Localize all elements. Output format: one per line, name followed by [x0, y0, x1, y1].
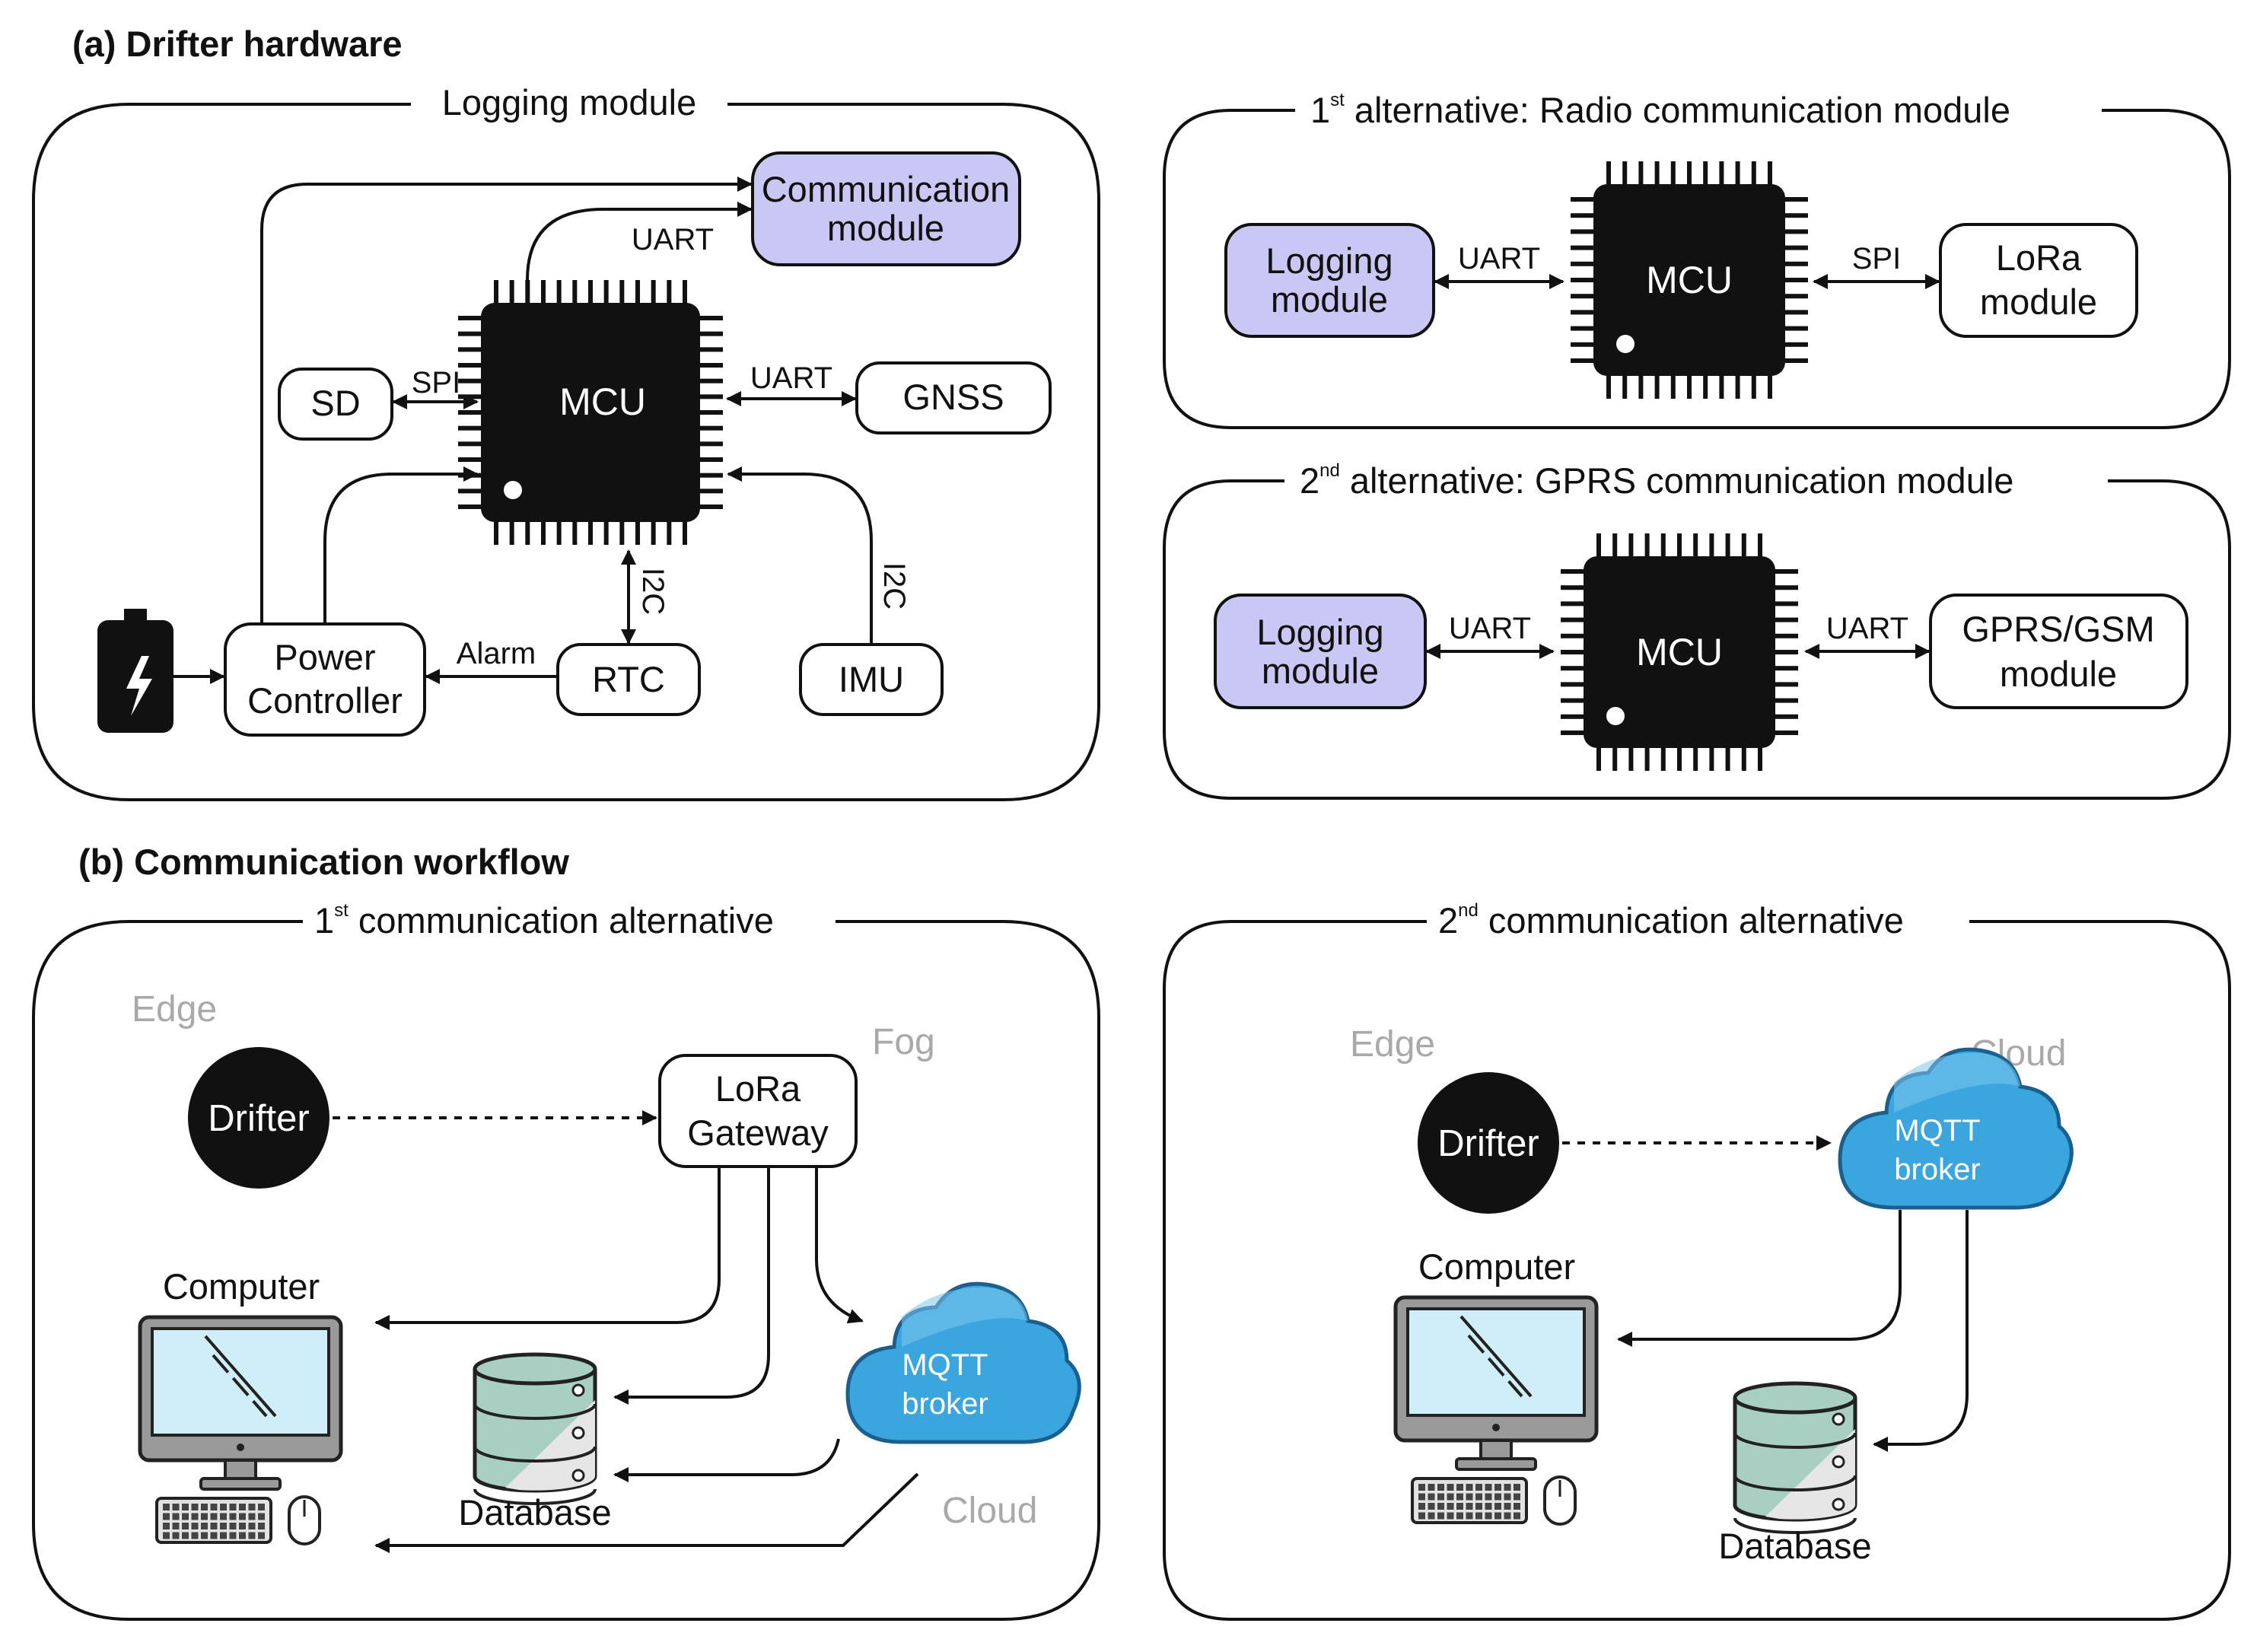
- mcu-to-comm-arrow: [526, 202, 753, 281]
- battery-icon: [97, 609, 173, 733]
- alt2-drifter-node: [1418, 1072, 1559, 1214]
- communication-module-label-2: module: [827, 208, 944, 248]
- mqtt-to-database-arrow: [613, 1438, 840, 1482]
- alt2-title: 2nd communication alternative: [1438, 900, 1904, 941]
- radio-group: 1st alternative: Radio communication mod…: [1163, 90, 2231, 429]
- alt1-mqtt-label-1: MQTT: [902, 1348, 988, 1382]
- mcu-chip: [458, 280, 723, 545]
- gprs-logging-label-1: Logging: [1256, 612, 1383, 652]
- gnss-label: GNSS: [902, 377, 1004, 417]
- bus-uart-comm-label: UART: [632, 223, 714, 256]
- lora-module-label-1: LoRa: [1996, 237, 2082, 278]
- lora-gateway-label-1: LoRa: [715, 1068, 801, 1109]
- gprs-mcu-chip: [1561, 533, 1798, 771]
- sd-label: SD: [310, 383, 360, 423]
- bus-i2c-imu-label: I2C: [877, 562, 911, 610]
- imu-label: IMU: [839, 659, 904, 699]
- alt2-mqtt-cloud-icon: [1838, 1047, 2074, 1210]
- lora-gateway-label-2: Gateway: [687, 1112, 829, 1153]
- imu-to-mcu-arrow: [727, 466, 873, 643]
- alt1-title: 1st communication alternative: [314, 900, 774, 941]
- alt2-mqtt-label-1: MQTT: [1894, 1114, 1980, 1147]
- gnss-box: [855, 361, 1052, 434]
- alt1-database-icon: [473, 1352, 597, 1505]
- radio-bus-spi-label: SPI: [1852, 242, 1901, 275]
- alt2-computer-label: Computer: [1418, 1246, 1575, 1287]
- gateway-to-database-arrow: [613, 1168, 770, 1405]
- alt1-computer-icon: [138, 1315, 343, 1545]
- alt1-drifter-label: Drifter: [208, 1098, 309, 1139]
- communication-module-label-1: Communication: [762, 169, 1011, 209]
- radio-mcu-chip: [1571, 161, 1808, 399]
- alt2-group: 2nd communication alternative Edge Cloud…: [1163, 900, 2231, 1621]
- alt2-drifter-label: Drifter: [1437, 1123, 1539, 1164]
- radio-logging-label-1: Logging: [1265, 240, 1393, 281]
- gateway-to-computer-arrow: [374, 1168, 721, 1330]
- bus-i2c-rtc-label: I2C: [636, 568, 670, 615]
- alt1-edge-label: Edge: [132, 989, 217, 1030]
- alarm-label: Alarm: [457, 637, 536, 670]
- alt1-cloud-label: Cloud: [942, 1491, 1037, 1531]
- power-to-comm-arrow: [260, 177, 753, 624]
- alt2-mqtt-label-2: broker: [1894, 1153, 1980, 1186]
- alt1-fog-label: Fog: [872, 1022, 935, 1062]
- gprs-bus-uart-right-label: UART: [1826, 612, 1908, 645]
- alt1-group: 1st communication alternative Edge Fog C…: [32, 900, 1100, 1621]
- gprs-bus-uart-left-label: UART: [1449, 612, 1531, 645]
- alt1-computer-label: Computer: [163, 1266, 320, 1307]
- bus-uart-gnss-label: UART: [750, 361, 832, 395]
- imu-box: [799, 643, 944, 716]
- lora-module-box: [1939, 223, 2138, 338]
- gateway-to-mqtt-arrow: [815, 1168, 864, 1324]
- radio-logging-label-2: module: [1271, 279, 1388, 320]
- gprs-module-box: [1929, 594, 2188, 709]
- alt2-mqtt-to-computer-arrow: [1617, 1210, 1902, 1347]
- radio-group-title: 1st alternative: Radio communication mod…: [1310, 90, 2010, 130]
- alt2-computer-icon: [1393, 1295, 1599, 1526]
- logging-module-group-title: Logging module: [442, 82, 697, 123]
- alt1-mqtt-cloud-icon: [845, 1281, 1081, 1444]
- gprs-logging-label-2: module: [1262, 651, 1379, 691]
- alt2-mqtt-to-database-arrow: [1873, 1210, 1969, 1452]
- gprs-group: 2nd alternative: GPRS communication modu…: [1163, 460, 2231, 800]
- power-to-mcu-arrow: [323, 466, 479, 622]
- radio-bus-uart-label: UART: [1458, 242, 1540, 275]
- radio-mcu-label: MCU: [1646, 259, 1733, 301]
- power-controller-label-2: Controller: [247, 680, 403, 721]
- alt2-edge-label: Edge: [1350, 1024, 1435, 1065]
- rtc-label: RTC: [592, 659, 665, 699]
- power-controller-label-1: Power: [274, 637, 375, 677]
- alt1-database-label: Database: [458, 1492, 611, 1533]
- section-a-title: (a) Drifter hardware: [72, 24, 403, 64]
- alt2-database-label: Database: [1718, 1526, 1871, 1566]
- gprs-mcu-label: MCU: [1636, 631, 1723, 673]
- section-b-title: (b) Communication workflow: [78, 842, 569, 882]
- alt2-database-icon: [1733, 1381, 1857, 1534]
- lora-module-label-2: module: [1980, 282, 2097, 322]
- gprs-module-label-1: GPRS/GSM: [1962, 609, 2154, 649]
- lora-gateway-box: [658, 1054, 858, 1168]
- gprs-module-label-2: module: [2000, 654, 2117, 694]
- mqtt-to-computer-arrow: [374, 1472, 919, 1553]
- bus-spi-label: SPI: [412, 366, 460, 399]
- gprs-group-title: 2nd alternative: GPRS communication modu…: [1300, 460, 2013, 501]
- mcu-label: MCU: [559, 380, 646, 423]
- alt1-drifter-node: [188, 1047, 329, 1189]
- rtc-box: [556, 643, 701, 716]
- communication-module-box: [751, 151, 1021, 266]
- alt1-mqtt-label-2: broker: [902, 1387, 988, 1421]
- logging-module-group: Logging module Communication module MCU …: [32, 82, 1100, 801]
